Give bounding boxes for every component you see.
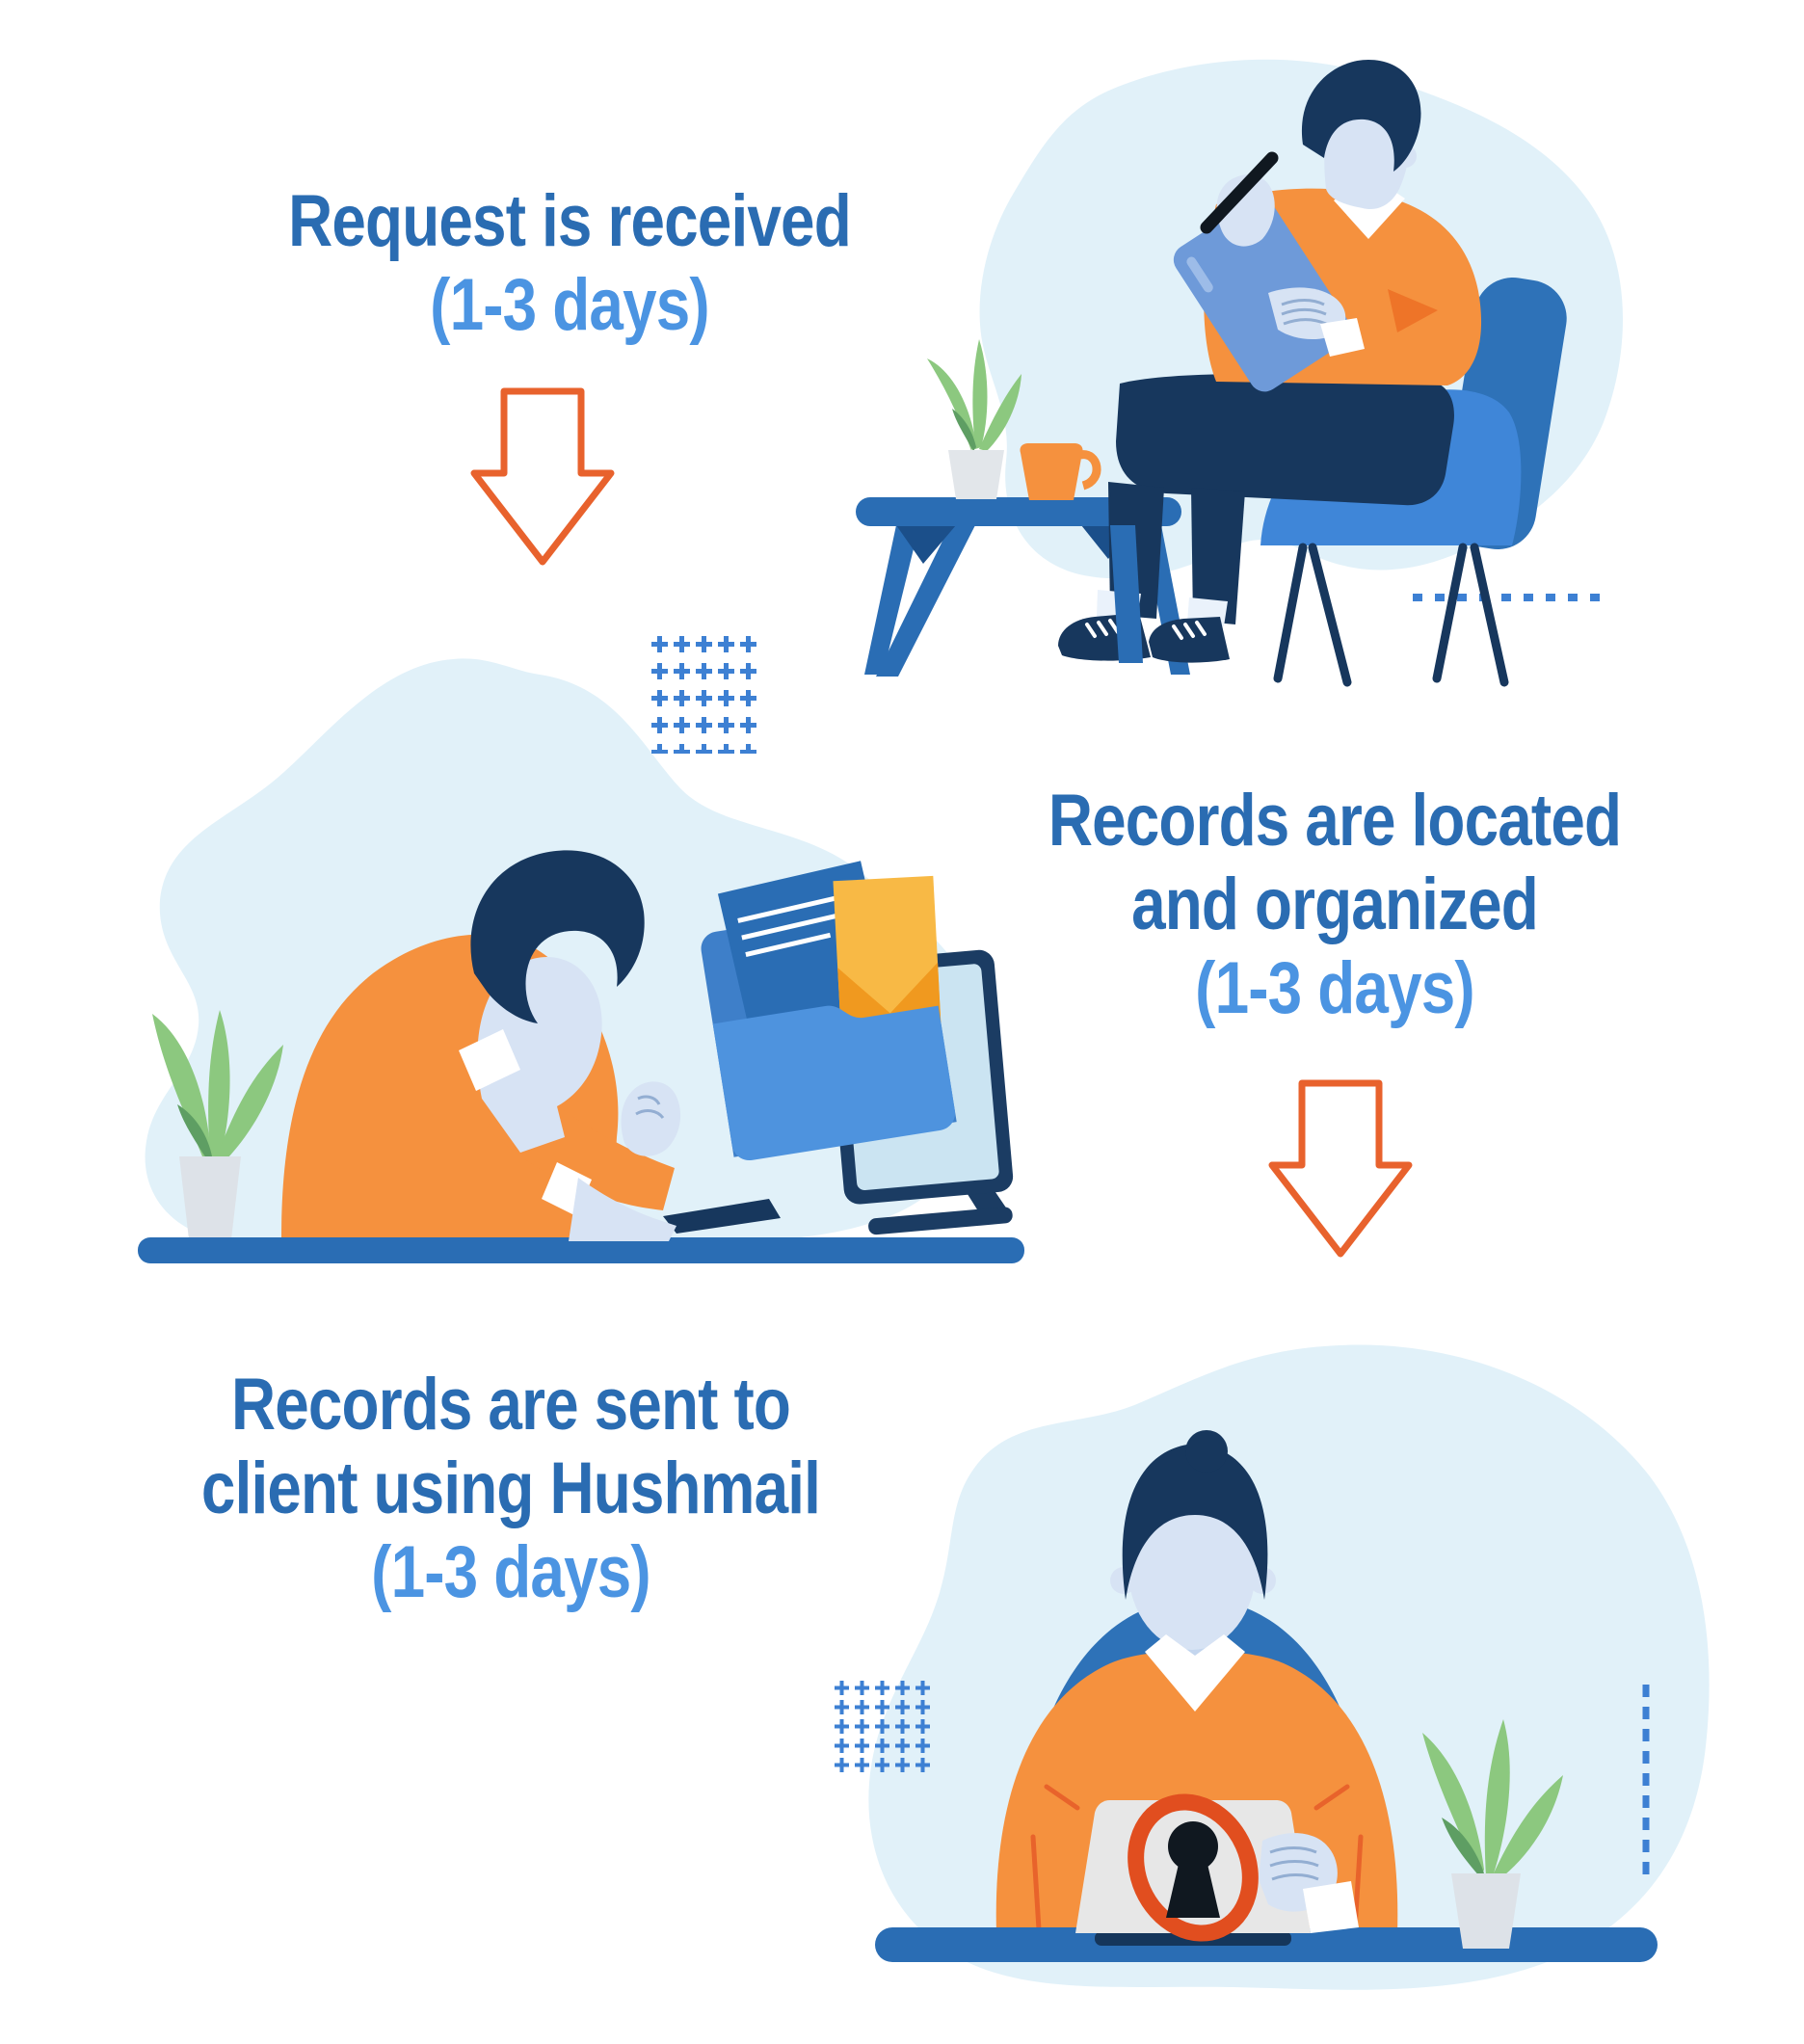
potted-plant xyxy=(927,339,1021,499)
plus-pattern-decoration xyxy=(835,1681,935,1777)
plant-pot xyxy=(1451,1873,1521,1949)
hair xyxy=(470,850,645,1023)
step1-duration: (1-3 days) xyxy=(430,264,709,346)
collar xyxy=(1145,1634,1245,1712)
pen xyxy=(1200,151,1279,234)
potted-plant xyxy=(152,1010,283,1239)
step2-title-line2: and organized xyxy=(1131,863,1539,945)
face xyxy=(1128,1488,1256,1650)
down-arrow-icon xyxy=(470,387,615,566)
hair xyxy=(1122,1444,1268,1600)
raised-hand xyxy=(621,1081,681,1156)
step3-label: Records are sent to client using Hushmai… xyxy=(179,1363,843,1614)
collar xyxy=(459,1029,520,1091)
clipboard-tablet xyxy=(1173,198,1352,392)
shoe xyxy=(1149,617,1230,663)
shin xyxy=(1191,488,1245,624)
sleeve-fold xyxy=(1388,289,1438,332)
typing-hand xyxy=(569,1178,676,1241)
step3-title-line1: Records are sent to xyxy=(230,1364,791,1446)
hushmail-lock-logo xyxy=(1128,1793,1259,1942)
person-organizing xyxy=(281,850,681,1241)
potted-plant xyxy=(1422,1719,1563,1879)
cuff xyxy=(1320,318,1365,357)
pants xyxy=(1116,374,1454,506)
keyhole-icon xyxy=(1168,1821,1218,1871)
down-arrow-icon xyxy=(1268,1079,1413,1258)
keyboard xyxy=(663,1199,781,1234)
desk xyxy=(138,1237,1024,1263)
illustration-records-organized xyxy=(138,636,1024,1263)
illustration-records-sent xyxy=(835,1344,1710,1990)
step1-label: Request is received (1-3 days) xyxy=(238,179,902,347)
step3-title-line2: client using Hushmail xyxy=(200,1447,821,1529)
step3-duration: (1-3 days) xyxy=(371,1531,650,1613)
step1-title: Request is received xyxy=(288,180,852,262)
folder-front xyxy=(712,1005,956,1161)
person-writing xyxy=(1058,60,1482,663)
cuff xyxy=(1303,1881,1359,1933)
records-folder xyxy=(701,861,957,1161)
hair xyxy=(1301,60,1421,172)
coffee-mug xyxy=(1020,443,1101,500)
step2-duration: (1-3 days) xyxy=(1195,947,1474,1029)
step2-title-line1: Records are located xyxy=(1048,780,1622,862)
hushmail-laptop xyxy=(1075,1793,1359,1946)
illustration-request-received xyxy=(856,59,1624,687)
plus-pattern-decoration xyxy=(651,636,757,754)
step2-label: Records are located and organized (1-3 d… xyxy=(1003,779,1667,1030)
